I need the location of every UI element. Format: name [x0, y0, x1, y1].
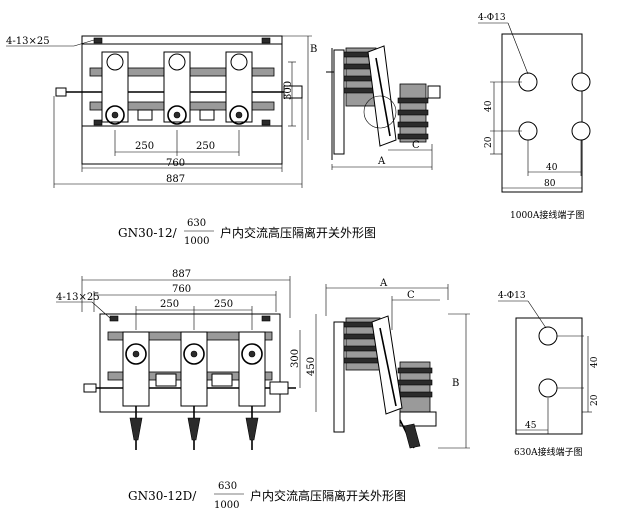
bottom-caption-model: GN30-12D/ [128, 489, 197, 503]
bottom-terminal-caption: 630A接线端子图 [514, 446, 583, 458]
bottom-dim-300: 300 [290, 349, 301, 368]
bottom-caption-denominator: 1000 [214, 500, 239, 511]
top-terminal-view: 4-Φ13 40 20 40 80 1000A接线端子图 [478, 13, 591, 221]
bottom-terminal-view: 4-Φ13 40 20 45 630A接线端子图 [498, 291, 600, 458]
top-caption-denominator: 1000 [184, 236, 209, 247]
top-dim-250-a: 250 [135, 141, 154, 152]
bottom-caption-numerator: 630 [218, 481, 237, 492]
top-terminal-h2: 80 [544, 179, 556, 189]
top-dim-887: 887 [166, 174, 185, 185]
bottom-dim-450: 450 [306, 357, 317, 376]
top-front-view: 4-13×25 250 250 760 887 300 B [6, 35, 317, 188]
bottom-side-b-label: B [452, 378, 459, 389]
top-terminal-h1: 40 [546, 163, 558, 173]
bottom-side-a-label: A [379, 278, 388, 289]
top-dim-250-b: 250 [196, 141, 215, 152]
bottom-side-c-label: C [407, 290, 415, 301]
top-caption-model: GN30-12/ [118, 226, 178, 240]
top-side-c-label: C [412, 140, 420, 151]
bottom-dim-250-a: 250 [160, 299, 179, 310]
bottom-dim-887: 887 [172, 269, 191, 280]
top-terminal-v1: 40 [484, 100, 494, 112]
bottom-side-sheds [343, 321, 433, 398]
top-caption-numerator: 630 [187, 218, 206, 229]
top-caption-desc: 户内交流高压隔离开关外形图 [220, 225, 376, 240]
bottom-side-view: A C B [325, 278, 470, 449]
top-slot-label: 4-13×25 [6, 36, 50, 47]
top-terminal-caption: 1000A接线端子图 [510, 209, 584, 221]
bottom-terminal-holes: 4-Φ13 [498, 291, 526, 301]
bottom-pole-insulators [122, 331, 266, 407]
pole-insulators [101, 51, 253, 125]
top-dim-300: 300 [283, 81, 294, 100]
bottom-earthing-blades [129, 406, 259, 450]
bottom-caption: GN30-12D/ 630 1000 户内交流高压隔离开关外形图 [128, 481, 406, 511]
top-dim-760: 760 [166, 158, 185, 169]
bottom-front-view: 887 760 250 250 [56, 269, 317, 450]
top-side-view: A C [326, 45, 441, 170]
top-terminal-v2: 20 [484, 136, 494, 148]
top-terminal-holes: 4-Φ13 [478, 13, 506, 23]
bottom-terminal-v2: 20 [590, 394, 600, 406]
top-side-a-label: A [377, 156, 386, 167]
bottom-terminal-h1: 45 [525, 421, 537, 431]
bottom-terminal-v1: 40 [590, 356, 600, 368]
bottom-slot-label: 4-13×25 [56, 292, 100, 303]
bottom-dim-760: 760 [172, 284, 191, 295]
top-caption: GN30-12/ 630 1000 户内交流高压隔离开关外形图 [118, 218, 376, 247]
bottom-caption-desc: 户内交流高压隔离开关外形图 [250, 488, 406, 503]
bottom-dim-250-b: 250 [214, 299, 233, 310]
top-dim-b-label: B [310, 44, 317, 55]
